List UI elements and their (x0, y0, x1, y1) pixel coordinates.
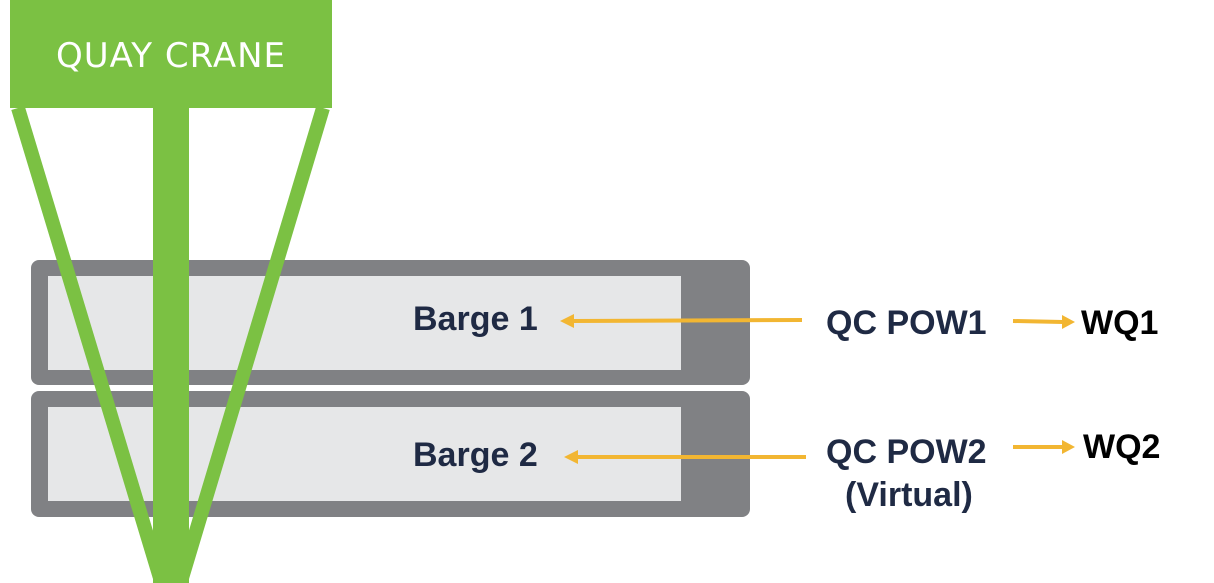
arrow-pow1-to-wq1 (1012, 315, 1075, 329)
barge-1-label: Barge 1 (413, 300, 538, 338)
crane-mast (153, 100, 189, 583)
barge-1-deck (48, 276, 681, 370)
wq-2-label: WQ2 (1083, 428, 1161, 466)
arrow-pow1-to-barge1 (560, 314, 803, 328)
pow-1-label: QC POW1 (826, 304, 987, 342)
barge-2-deck (48, 407, 681, 501)
arrow-pow2-to-wq2 (1013, 440, 1075, 454)
barge-2-label: Barge 2 (413, 436, 538, 474)
arrow-pow2-to-barge2 (564, 450, 806, 464)
crane-header-box (10, 0, 332, 108)
wq-1-label: WQ1 (1081, 304, 1159, 342)
pow-2-sublabel: (Virtual) (845, 476, 973, 514)
pow-2-label: QC POW2 (826, 433, 987, 471)
crane-right-leg (175, 105, 330, 581)
crane-left-leg (11, 105, 167, 581)
crane-label: QUAY CRANE (55, 36, 286, 76)
